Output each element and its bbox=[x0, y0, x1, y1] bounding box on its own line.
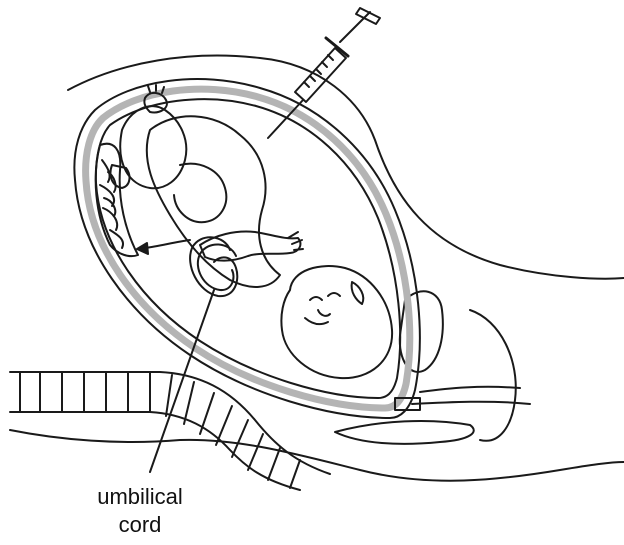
fetus-arm bbox=[200, 232, 300, 261]
lower-body-outline bbox=[10, 430, 624, 481]
pelvic-organ-right bbox=[470, 310, 516, 441]
umbilical-cord-label-line2: cord bbox=[60, 512, 220, 538]
fetus-head bbox=[281, 266, 392, 378]
body-outline bbox=[68, 56, 624, 279]
umbilical-cord-label-line1: umbilical bbox=[60, 484, 220, 510]
fetus-leg-lower bbox=[174, 164, 226, 222]
pelvic-organ-lower bbox=[335, 421, 474, 444]
arrow-icon bbox=[145, 240, 190, 248]
